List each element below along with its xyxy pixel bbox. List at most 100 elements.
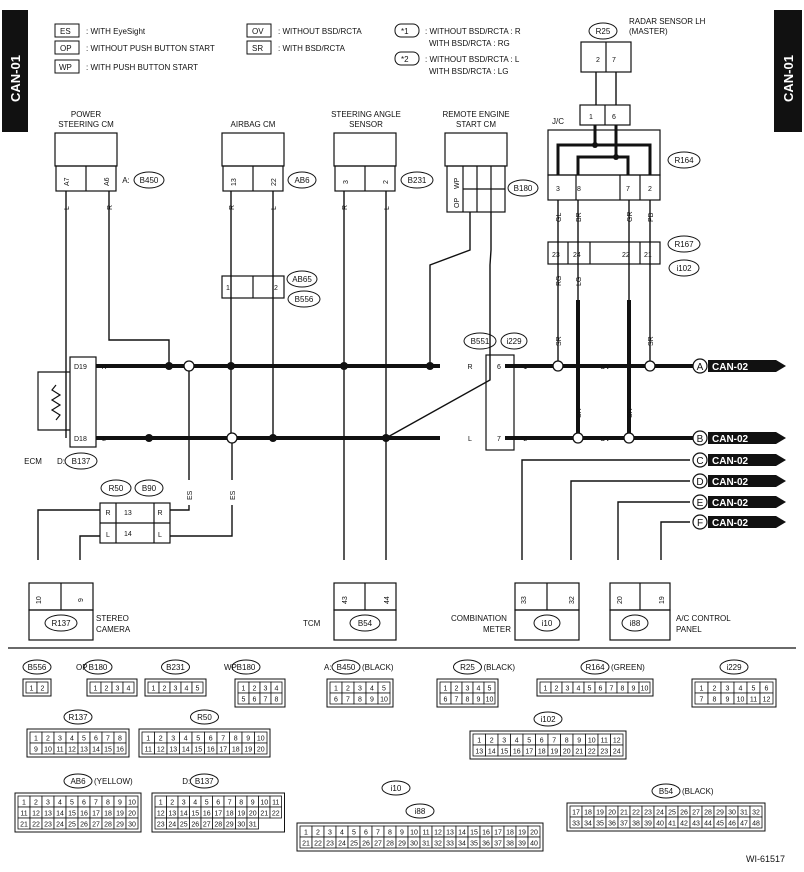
face-pin-number: 5	[205, 800, 209, 807]
face-pin-number: 1	[334, 686, 338, 693]
tcm-pin-44: 44	[384, 596, 391, 604]
legend-text-star1-a: : WITHOUT BSD/RCTA : R	[425, 27, 521, 36]
face-pin-number: 25	[180, 822, 188, 829]
face-outline	[86, 678, 138, 697]
face-pin-number: 7	[228, 800, 232, 807]
face-pin-number: 7	[552, 738, 556, 745]
jc-conn-id: R164	[674, 156, 694, 165]
face-id-oval	[719, 659, 749, 675]
face-pin-number: 36	[482, 841, 490, 848]
legend-text-op: : WITHOUT PUSH BUTTON START	[86, 44, 215, 53]
face-cavity	[125, 817, 139, 830]
face-pin-number: 2	[159, 736, 163, 743]
face-outline	[691, 678, 777, 708]
face-pin-number: 30	[410, 841, 418, 848]
face-pin-number: 8	[713, 697, 717, 704]
face-pin-number: 19	[116, 811, 124, 818]
face-id: B556	[28, 663, 47, 672]
output-id: F	[697, 518, 703, 529]
face-pin-number: 16	[207, 747, 215, 754]
face-id: B231	[166, 663, 185, 672]
face-pin-number: 19	[237, 811, 245, 818]
r50-pin-14: 14	[124, 531, 132, 538]
face-pin-number: 31	[740, 810, 748, 817]
face-pin-number: 29	[116, 822, 124, 829]
face-pin-number: 10	[486, 697, 494, 704]
face-pin-number: 8	[621, 686, 625, 693]
face-pin-number: 44	[704, 821, 712, 828]
face-pin-number: 37	[620, 821, 628, 828]
face-pin-number: 41	[668, 821, 676, 828]
face-id: B450	[337, 663, 356, 672]
jc-pin-1: 1	[589, 114, 593, 121]
face-pin-number: 2	[316, 830, 320, 837]
face-pin-number: 40	[530, 841, 538, 848]
face-pin-number: 2	[163, 686, 167, 693]
face-pin-number: 12	[434, 830, 442, 837]
wire-l-b551: L	[468, 436, 472, 443]
face-pin-number: 6	[216, 800, 220, 807]
r50-id: R50	[109, 484, 124, 493]
wire-l-ps: L	[64, 206, 71, 210]
r50-pin-13: 13	[124, 510, 132, 517]
wire-lg: LG	[576, 277, 583, 286]
face-pin-number: 30	[237, 822, 245, 829]
face-cavity	[610, 744, 624, 757]
meter-title-2: METER	[483, 625, 511, 634]
face-outline	[536, 678, 654, 697]
ps-conn-id: B450	[140, 176, 159, 185]
legend-code-star2: *2	[401, 55, 409, 64]
svg-text:CAN-01: CAN-01	[781, 55, 796, 102]
face-id: i102	[540, 715, 556, 724]
ab-conn-id: AB6	[294, 176, 310, 185]
face-pin-number: 22	[272, 811, 280, 818]
face-id-oval	[161, 659, 190, 675]
face-pin-number: 18	[232, 747, 240, 754]
face-pin-number: 17	[572, 810, 580, 817]
face-pin-number: 31	[249, 822, 257, 829]
legend-text-star2-b: WITH BSD/RCTA : LG	[429, 67, 508, 76]
face-id: i10	[391, 784, 402, 793]
face-pin-number: 12	[763, 697, 771, 704]
legend-text-star1-b: WITH BSD/RCTA : RG	[429, 39, 510, 48]
face-pin-number: 20	[249, 811, 257, 818]
power-steering-title-2: STEERING CM	[58, 120, 114, 129]
legend-code-wp: WP	[59, 63, 72, 72]
face-pin-number: 35	[596, 821, 604, 828]
face-pin-number: 40	[656, 821, 664, 828]
face-pin-number: 10	[257, 736, 265, 743]
output-id-circle	[692, 494, 708, 510]
jc-bpin-8: 8	[577, 186, 581, 193]
airbag-body	[221, 132, 285, 167]
face-pin-number: 48	[752, 821, 760, 828]
face-pin-number: 8	[565, 738, 569, 745]
face-pin-number: 19	[596, 810, 604, 817]
face-outline	[26, 728, 130, 758]
r167-pin-21: 21	[644, 252, 652, 259]
face-pin-number: 38	[632, 821, 640, 828]
tcm-pin-43: 43	[342, 596, 349, 604]
output-id: C	[696, 456, 703, 467]
face-id-oval	[63, 773, 93, 789]
face-cavity	[759, 692, 774, 705]
ab65-pin-2: 2	[274, 285, 278, 292]
face-pin-number: 33	[446, 841, 454, 848]
face-pin-number: 21	[575, 749, 583, 756]
face-pin-number: 9	[34, 747, 38, 754]
side-tab-right: CAN-01	[774, 10, 802, 132]
face-pin-number: 8	[388, 830, 392, 837]
stereo-title-2: CAMERA	[96, 625, 131, 634]
face-outline	[14, 792, 142, 833]
face-id: i88	[415, 807, 426, 816]
face-pin-number: 9	[726, 697, 730, 704]
face-pin-number: 20	[530, 830, 538, 837]
face-pin-number: 4	[70, 736, 74, 743]
face-pin-number: 27	[203, 822, 211, 829]
